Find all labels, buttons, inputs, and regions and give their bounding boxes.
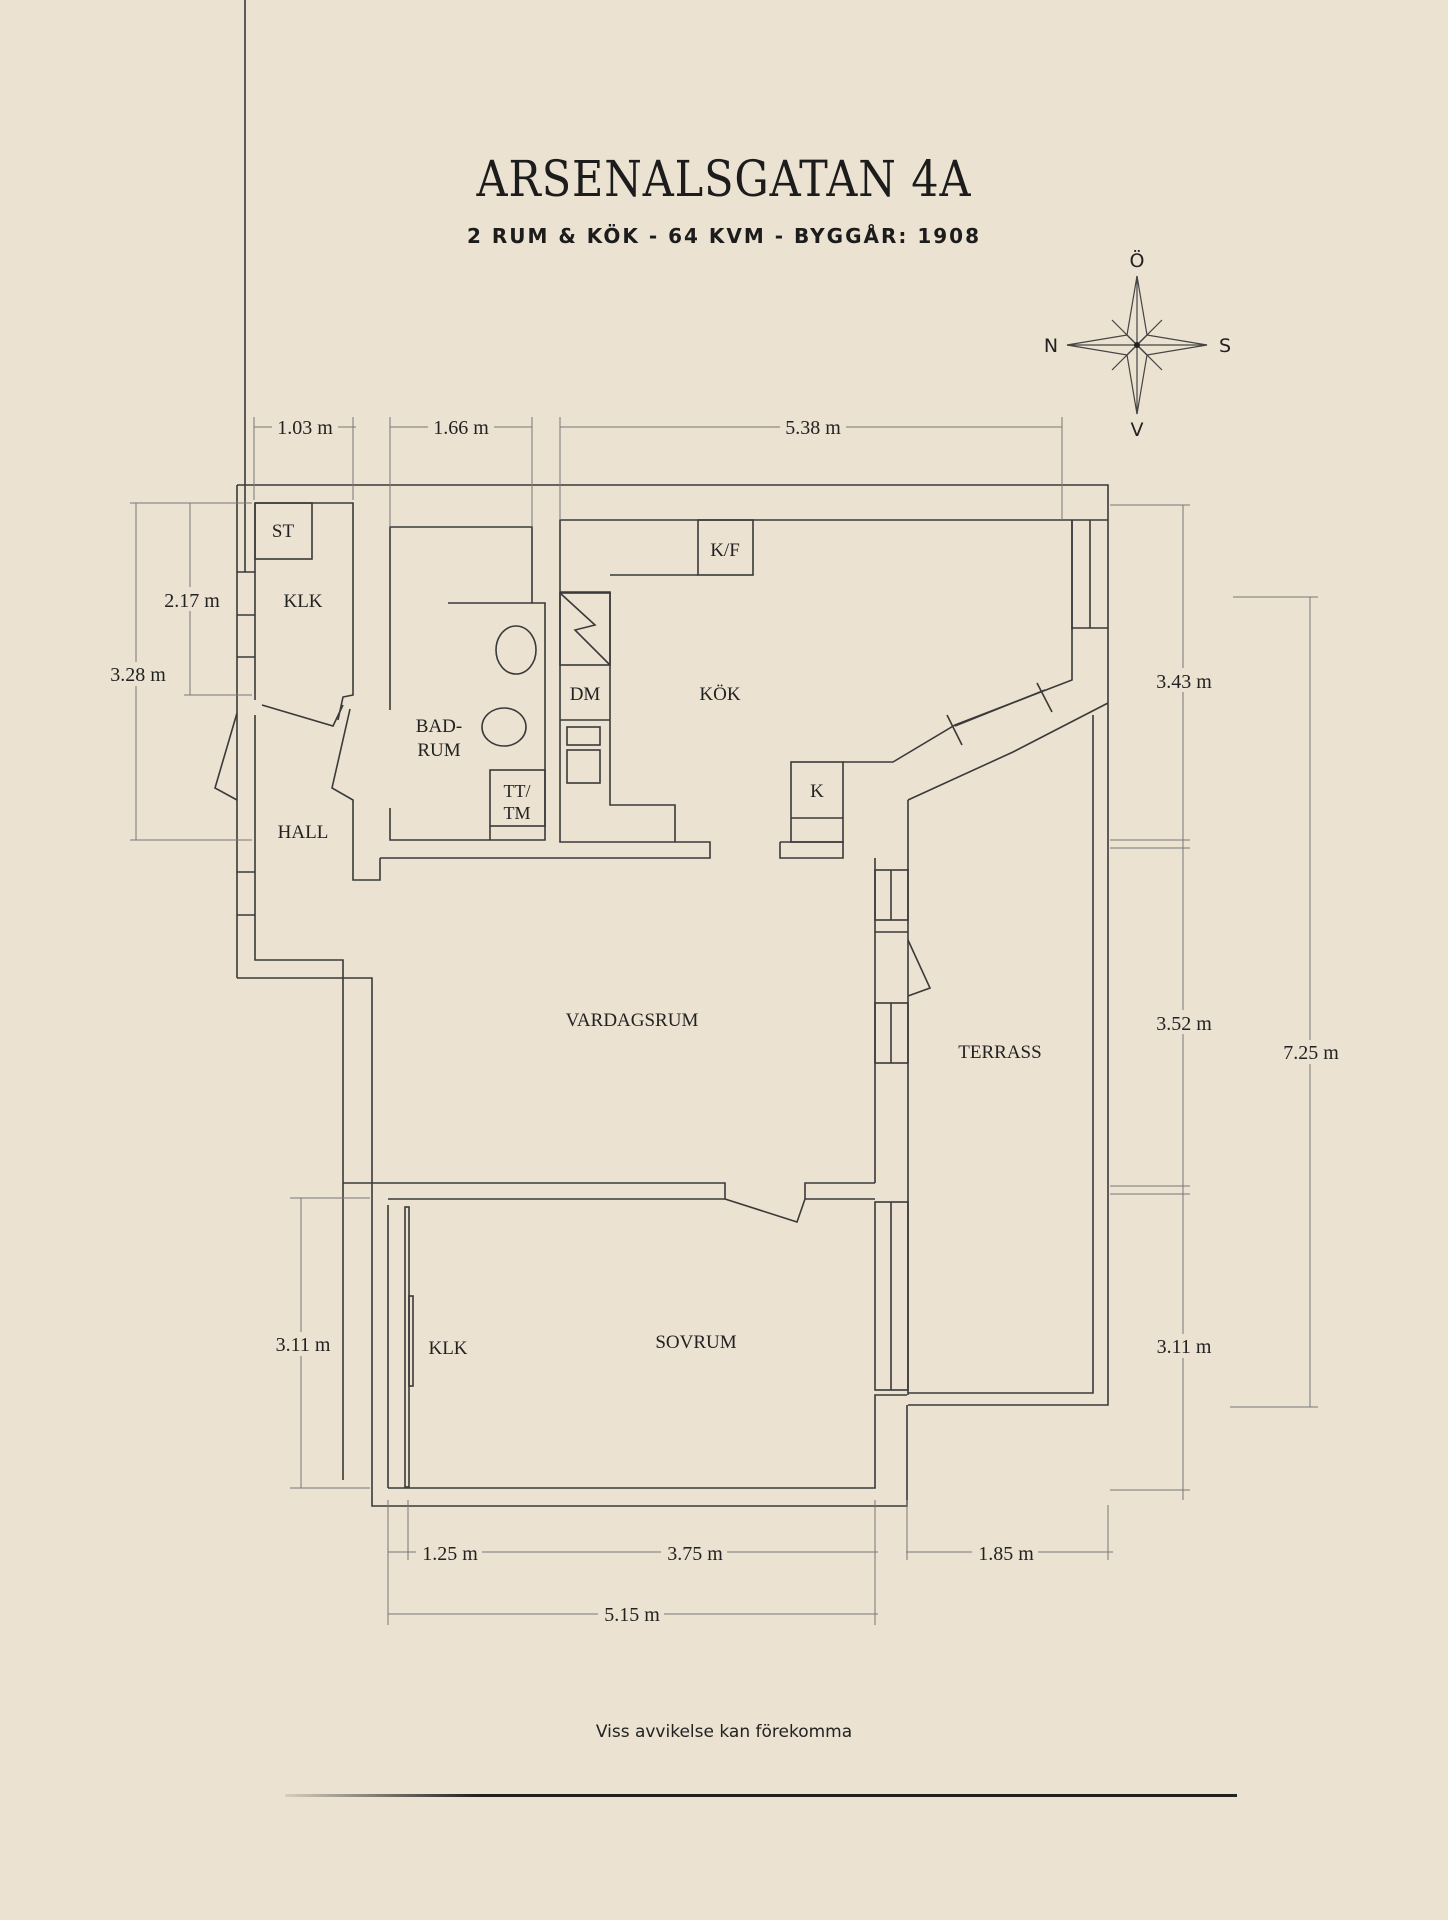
dim-top-3: 5.38 m [785,417,841,439]
compass-icon: Ö N S V [1044,249,1231,441]
label-k: K [810,781,824,802]
dim-bedroom-left: 3.11 m [276,1334,331,1356]
compass-south: S [1219,335,1231,357]
dim-bottom-1: 1.25 m [422,1543,478,1565]
label-vardagsrum: VARDAGSRUM [566,1010,699,1031]
dim-top-1: 1.03 m [277,417,333,439]
room-labels: ST KLK BAD- RUM TT/ TM HALL DM KÖK K/F K… [272,521,1042,1359]
label-st: ST [272,521,295,542]
label-tt: TT/ [504,781,531,801]
label-klk-top: KLK [283,591,322,612]
dim-bottom-2: 3.75 m [667,1543,723,1565]
disclaimer-note: Viss avvikelse kan förekomma [595,1722,853,1742]
label-hall: HALL [278,822,329,843]
label-sovrum: SOVRUM [655,1332,736,1353]
compass-north: N [1044,335,1058,357]
footer-rule [285,1794,1237,1797]
label-badrum-1: BAD- [416,716,462,737]
dimension-labels: 1.03 m 1.66 m 5.38 m 2.17 m 3.28 m 3.43 … [104,414,1344,1626]
dim-right-2: 3.52 m [1156,1013,1212,1035]
walls [214,0,1109,1507]
label-tm: TM [504,803,531,823]
dim-right-1: 3.43 m [1156,671,1212,693]
dim-bottom-total: 5.15 m [604,1604,660,1626]
dim-top-2: 1.66 m [433,417,489,439]
compass-east: Ö [1130,249,1145,272]
compass-west: V [1131,419,1144,441]
label-klk-bottom: KLK [428,1338,467,1359]
page-title: ARSENALSGATAN 4A [476,150,972,208]
dim-left-1: 2.17 m [164,590,220,612]
dim-bottom-3: 1.85 m [978,1543,1034,1565]
dim-right-3: 3.11 m [1157,1336,1212,1358]
label-kok: KÖK [699,684,740,705]
dim-right-total: 7.25 m [1283,1042,1339,1064]
page-subtitle: 2 RUM & KÖK - 64 KVM - BYGGÅR: 1908 [467,224,981,248]
label-kf: K/F [710,540,740,561]
dim-left-2: 3.28 m [110,664,166,686]
label-terrass: TERRASS [958,1042,1041,1063]
label-badrum-2: RUM [417,740,460,761]
label-dm: DM [570,684,601,705]
